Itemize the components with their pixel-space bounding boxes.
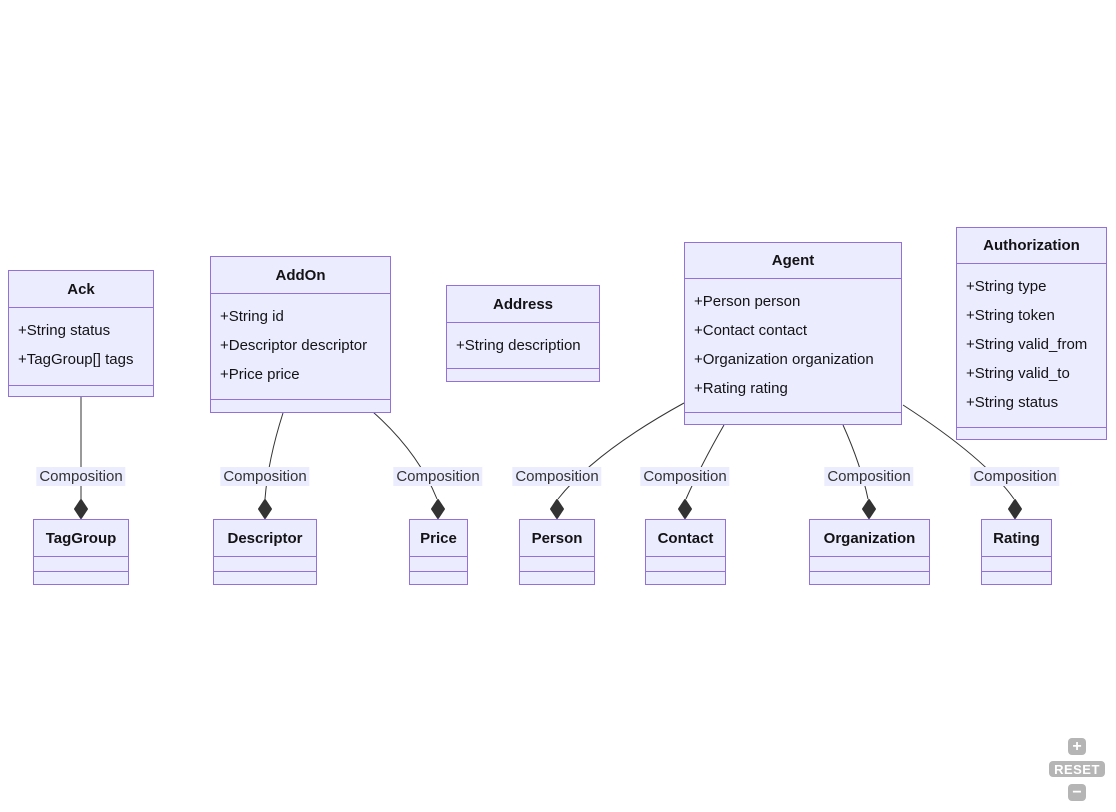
class-attributes-compartment: [982, 557, 1051, 571]
class-attributes-compartment: +String description: [447, 323, 599, 368]
class-attributes-compartment: [810, 557, 929, 571]
class-attribute: +Price price: [220, 366, 300, 383]
class-attribute: +TagGroup[] tags: [18, 351, 134, 368]
edge-label-composition: Composition: [970, 467, 1060, 486]
class-box-person: Person: [519, 519, 595, 585]
class-attribute: +Contact contact: [694, 322, 807, 339]
class-attribute: +String valid_from: [966, 336, 1088, 353]
class-attributes-compartment: [214, 557, 316, 571]
edge-line-agent-rating: [902, 404, 1015, 500]
class-attribute: +String id: [220, 308, 284, 325]
composition-diamond: [678, 499, 692, 519]
class-attributes-compartment: [646, 557, 725, 571]
class-title: Agent: [685, 243, 901, 279]
class-methods-compartment: [982, 571, 1051, 584]
edge-line-agent-contact: [685, 424, 725, 500]
class-title: Rating: [982, 520, 1051, 557]
class-title: TagGroup: [34, 520, 128, 557]
class-box-price: Price: [409, 519, 468, 585]
class-attributes-compartment: [34, 557, 128, 571]
class-attribute: +Organization organization: [694, 351, 874, 368]
edge-label-composition: Composition: [640, 467, 730, 486]
class-box-ack: Ack +String status +TagGroup[] tags: [8, 270, 154, 397]
class-attributes-compartment: +String status +TagGroup[] tags: [9, 308, 153, 385]
class-methods-compartment: [520, 571, 594, 584]
class-box-taggroup: TagGroup: [33, 519, 129, 585]
class-box-descriptor: Descriptor: [213, 519, 317, 585]
class-attribute: +Descriptor descriptor: [220, 337, 368, 354]
edge-label-composition: Composition: [220, 467, 310, 486]
edge-line-agent-person: [557, 402, 685, 500]
class-attributes-compartment: +Person person +Contact contact +Organiz…: [685, 279, 901, 412]
class-attributes-compartment: +String id +Descriptor descriptor +Price…: [211, 294, 390, 399]
class-attributes-compartment: [520, 557, 594, 571]
composition-diamond: [550, 499, 564, 519]
class-methods-compartment: [810, 571, 929, 584]
reset-button[interactable]: RESET: [1049, 761, 1105, 777]
class-box-agent: Agent +Person person +Contact contact +O…: [684, 242, 902, 425]
class-methods-compartment: [34, 571, 128, 584]
class-title: Authorization: [957, 228, 1106, 264]
composition-diamond: [862, 499, 876, 519]
class-box-contact: Contact: [645, 519, 726, 585]
zoom-out-button[interactable]: −: [1068, 784, 1086, 801]
edge-line-addon-price: [372, 411, 438, 500]
class-attribute: +String type: [966, 278, 1047, 295]
class-title: Ack: [9, 271, 153, 308]
class-attributes-compartment: +String type +String token +String valid…: [957, 264, 1106, 427]
reset-label: RESET: [1054, 761, 1100, 777]
class-methods-compartment: [211, 399, 390, 411]
class-attribute: +String status: [966, 394, 1059, 411]
composition-diamond: [74, 499, 88, 519]
class-title: Address: [447, 286, 599, 323]
class-box-organization: Organization: [809, 519, 930, 585]
class-box-address: Address +String description: [446, 285, 600, 382]
edge-label-composition: Composition: [512, 467, 602, 486]
class-attribute: +Person person: [694, 293, 801, 310]
class-attribute: +String valid_to: [966, 365, 1070, 382]
class-methods-compartment: [9, 385, 153, 396]
edge-line-addon-descriptor: [264, 412, 284, 500]
class-attribute: +String token: [966, 307, 1055, 324]
class-box-authorization: Authorization +String type +String token…: [956, 227, 1107, 440]
class-attributes-compartment: [410, 557, 467, 571]
class-title: Price: [410, 520, 467, 557]
class-attribute: +Rating rating: [694, 380, 788, 397]
class-methods-compartment: [410, 571, 467, 584]
class-title: Contact: [646, 520, 725, 557]
class-title: Organization: [810, 520, 929, 557]
edge-label-composition: Composition: [393, 467, 483, 486]
class-attribute: +String description: [456, 337, 581, 354]
composition-diamond: [1008, 499, 1022, 519]
class-title: Person: [520, 520, 594, 557]
edge-label-composition: Composition: [824, 467, 914, 486]
class-methods-compartment: [957, 427, 1106, 439]
class-box-rating: Rating: [981, 519, 1052, 585]
class-methods-compartment: [685, 412, 901, 424]
edge-line-agent-organization: [842, 424, 869, 500]
minus-icon: −: [1072, 783, 1082, 801]
plus-icon: +: [1072, 737, 1082, 755]
composition-diamond: [431, 499, 445, 519]
class-methods-compartment: [214, 571, 316, 584]
class-title: Descriptor: [214, 520, 316, 557]
composition-diamond: [258, 499, 272, 519]
zoom-in-button[interactable]: +: [1068, 738, 1086, 755]
class-title: AddOn: [211, 257, 390, 294]
class-box-addon: AddOn +String id +Descriptor descriptor …: [210, 256, 391, 413]
class-methods-compartment: [646, 571, 725, 584]
class-methods-compartment: [447, 368, 599, 380]
class-attribute: +String status: [18, 322, 111, 339]
edge-label-composition: Composition: [36, 467, 126, 486]
